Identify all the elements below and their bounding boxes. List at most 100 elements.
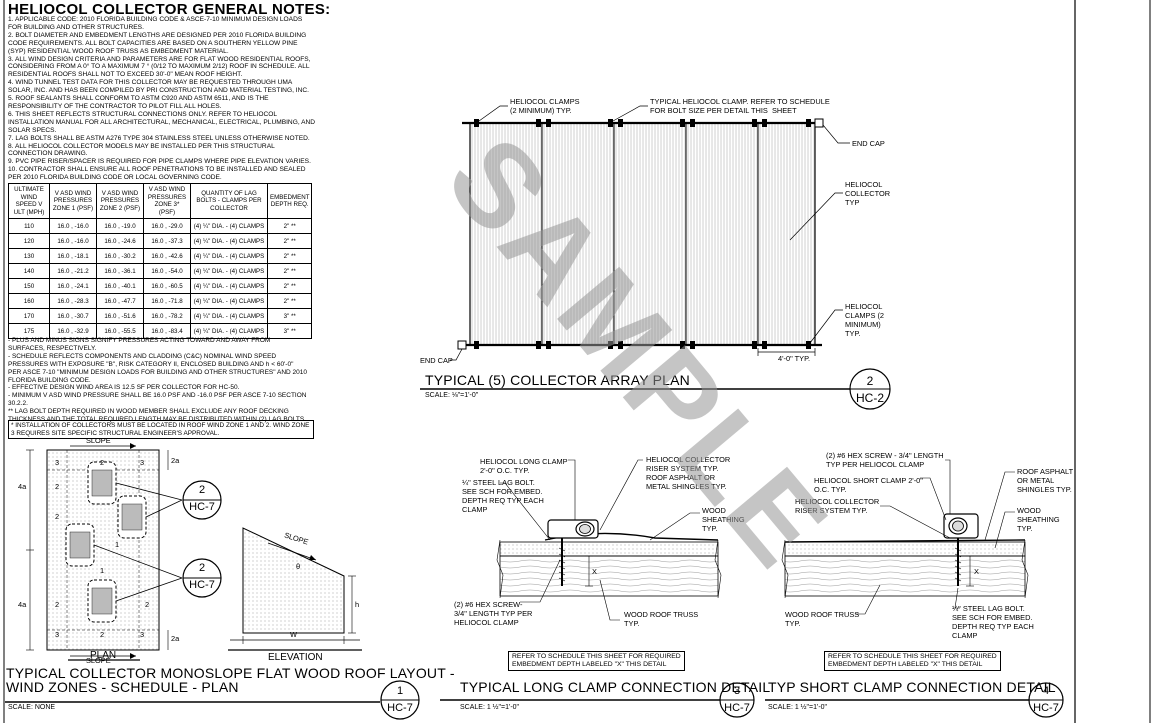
note-item: 5. ROOF SEALANTS SHALL CONFORM TO ASTM C…	[8, 95, 269, 110]
table-header: V ASD WIND PRESSURES ZONE 2 (PSF)	[96, 183, 144, 219]
lag-bolt-label: ¼" STEEL LAG BOLT. SEE SCH FOR EMBED. DE…	[462, 478, 544, 514]
short-truss-label: WOOD ROOF TRUSS TYP.	[785, 610, 860, 628]
truss-label: WOOD ROOF TRUSS TYP.	[624, 610, 699, 628]
table-cell: 2" **	[266, 293, 313, 309]
detail-1-scale: SCALE: NONE	[8, 704, 56, 711]
detail-3-sheet: HC-7	[724, 702, 750, 714]
typical-clamp-label: TYPICAL HELIOCOL CLAMP. REFER TO SCHEDUL…	[650, 97, 830, 115]
table-cell: 16.0 , -29.0	[143, 218, 191, 234]
elevation-w: W	[290, 630, 297, 639]
table-cell: 16.0 , -42.6	[143, 248, 191, 264]
clamps-min-label: HELIOCOL CLAMPS (2 MINIMUM) TYP.	[510, 97, 580, 115]
zone-label: 2	[55, 482, 60, 491]
table-cell: 3" **	[266, 308, 313, 324]
detail-3-scale: SCALE: 1 ½"=1'-0"	[460, 704, 520, 711]
table-cell: 16.0 , -19.0	[96, 218, 144, 234]
short-clamp-label: HELIOCOL SHORT CLAMP 2'-0" O.C. TYP.	[814, 476, 923, 494]
zone-label: 2	[55, 512, 60, 521]
sheathing-label: WOOD SHEATHING TYP.	[702, 506, 745, 533]
table-cell: 16.0 , -40.1	[96, 278, 144, 294]
detail-2-title: TYPICAL (5) COLLECTOR ARRAY PLAN	[425, 372, 690, 388]
zone-label: 2	[145, 600, 150, 609]
table-cell: 16.0 , -28.3	[49, 293, 97, 309]
dim-4a-top: 4a	[18, 482, 27, 491]
detail-1-title: TYPICAL COLLECTOR MONOSLOPE FLAT WOOD RO…	[6, 665, 455, 695]
table-cell: 170	[8, 308, 50, 324]
zone-label: 2	[100, 458, 105, 467]
dim-4a-bottom: 4a	[18, 600, 27, 609]
installation-note: * INSTALLATION OF COLLECTORS MUST BE LOC…	[8, 420, 314, 439]
footnote: - SCHEDULE REFLECTS COMPONENTS AND CLADD…	[8, 352, 307, 384]
table-cell: 160	[8, 293, 50, 309]
end-cap-bottom-label: END CAP	[420, 356, 453, 365]
detail-3-number: 3	[733, 685, 741, 697]
wind-zone-plan	[26, 443, 222, 659]
dimension-label: 4'-0" TYP.	[778, 354, 811, 363]
general-notes: 1. APPLICABLE CODE: 2010 FLORIDA BUILDIN…	[8, 16, 316, 182]
table-cell: 16.0 , -37.3	[143, 233, 191, 249]
callout-sheet: HC-7	[189, 579, 215, 591]
footnote: - EFFECTIVE DESIGN WIND AREA IS 12.5 SF …	[8, 384, 240, 392]
note-item: 7. LAG BOLTS SHALL BE ASTM A276 TYPE 304…	[8, 134, 310, 142]
zone-label: 3	[55, 630, 60, 639]
table-cell: 2" **	[266, 218, 313, 234]
wind-schedule-table: ULTIMATE WIND SPEED V ULT (MPH) V ASD WI…	[8, 183, 313, 339]
short-clamp-section	[765, 459, 1064, 718]
detail-2-scale: SCALE: ⅛"=1'-0"	[425, 392, 479, 399]
note-item: 6. THIS SHEET REFLECTS STRUCTURAL CONNEC…	[8, 110, 316, 134]
table-cell: (4) ¼" DIA. - (4) CLAMPS	[190, 308, 268, 324]
table-header: V ASD WIND PRESSURES ZONE 1 (PSF)	[49, 183, 97, 219]
detail-4-number: 4	[1042, 685, 1050, 697]
zone-label: 3	[140, 458, 145, 467]
short-embed-x-label: X	[974, 567, 979, 576]
table-cell: (4) ¼" DIA. - (4) CLAMPS	[190, 218, 268, 234]
table-cell: (4) ¼" DIA. - (4) CLAMPS	[190, 233, 268, 249]
zone-label: 2	[100, 630, 105, 639]
table-cell: 2" **	[266, 278, 313, 294]
table-cell: 120	[8, 233, 50, 249]
table-cell: 16.0 , -51.6	[96, 308, 144, 324]
table-cell: 16.0 , -54.0	[143, 263, 191, 279]
long-clamp-label: HELIOCOL LONG CLAMP 2'-0" O.C. TYP.	[480, 457, 568, 475]
table-cell: 140	[8, 263, 50, 279]
hex-screw-label: (2) #6 HEX SCREW- 3/4" LENGTH TYP PER HE…	[454, 600, 533, 627]
footnote: ** LAG BOLT DEPTH REQUIRED IN WOOD MEMBE…	[8, 408, 306, 424]
dim-2a-top: 2a	[171, 456, 180, 465]
zone-label: 1	[100, 566, 105, 575]
table-header: ULTIMATE WIND SPEED V ULT (MPH)	[8, 183, 50, 219]
schedule-footnotes: - PLUS AND MINUS SIGNS SIGNIFY PRESSURES…	[8, 337, 308, 424]
callout-number: 2	[198, 562, 206, 574]
zone-label: 3	[55, 458, 60, 467]
table-cell: (4) ¼" DIA. - (4) CLAMPS	[190, 278, 268, 294]
table-cell: 3" **	[266, 323, 313, 339]
note-item: 2. BOLT DIAMETER AND EMBEDMENT LENGTHS A…	[8, 31, 307, 55]
end-cap-top-label: END CAP	[852, 139, 885, 148]
table-cell: 16.0 , -24.6	[96, 233, 144, 249]
table-cell: 16.0 , -71.8	[143, 293, 191, 309]
dim-2a-bottom: 2a	[171, 634, 180, 643]
embed-x-label: X	[592, 567, 597, 576]
table-cell: (4) ¼" DIA. - (4) CLAMPS	[190, 248, 268, 264]
elevation-label: ELEVATION	[268, 652, 323, 663]
table-cell: 16.0 , -78.2	[143, 308, 191, 324]
slope-label-top: SLOPE	[86, 436, 111, 445]
slope-label-bottom: SLOPE	[86, 656, 111, 665]
zone-label: 1	[115, 540, 120, 549]
long-clamp-section	[440, 459, 755, 718]
short-hex-screw-label: (2) #6 HEX SCREW - 3/4" LENGTH TYP PER H…	[826, 451, 944, 469]
table-header: QUANTITY OF LAG BOLTS - CLAMPS PER COLLE…	[190, 183, 268, 219]
detail-2-number: 2	[866, 374, 874, 388]
note-item: 1. APPLICABLE CODE: 2010 FLORIDA BUILDIN…	[8, 16, 303, 31]
detail-2-sheet: HC-2	[855, 391, 884, 405]
table-cell: (4) ¼" DIA. - (4) CLAMPS	[190, 263, 268, 279]
table-cell: 2" **	[266, 248, 313, 264]
detail-1-sheet: HC-7	[387, 702, 413, 714]
table-cell: 16.0 , -24.1	[49, 278, 97, 294]
note-item: 4. WIND TUNNEL TEST DATA FOR THIS COLLEC…	[8, 79, 309, 95]
